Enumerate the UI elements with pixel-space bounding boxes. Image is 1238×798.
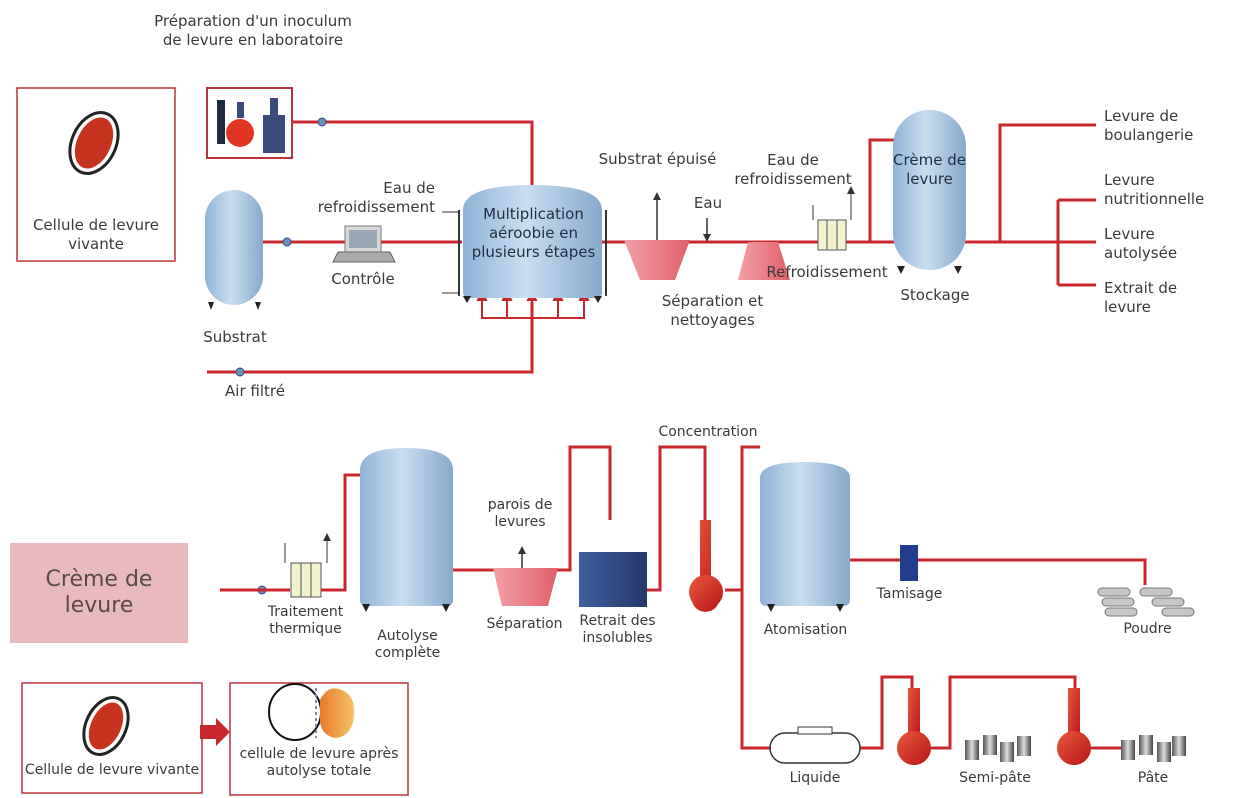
tamisage-label: Tamisage	[876, 586, 943, 602]
concentrator-icon-2	[897, 688, 931, 765]
yeast-cell-icon	[68, 111, 120, 175]
separation-nettoyages-label: Séparation et nettoyages	[661, 292, 764, 329]
heat-exchanger-icon-bottom	[284, 533, 331, 598]
substrat-epuise-label: Substrat épuisé	[598, 150, 717, 168]
cell-top-frame	[16, 87, 176, 262]
substrat-label: Substrat	[203, 328, 267, 346]
separator-icon-3	[493, 546, 558, 606]
separator-icon-2	[738, 242, 790, 280]
computer-icon	[332, 225, 396, 263]
separation-label: Séparation	[486, 616, 563, 632]
liquid-tank-icon	[769, 726, 861, 764]
yeast-cell-icon-bottom	[82, 696, 130, 756]
parois-label: parois de levures	[487, 497, 553, 530]
autolyse-tank-icon	[360, 448, 453, 612]
atomisation-label: Atomisation	[763, 622, 848, 638]
out-nutritionnelle-label: Levure nutritionnelle	[1104, 171, 1205, 208]
creme-de-levure-box: Crème de levure	[10, 543, 188, 643]
water-inlet-arrow	[703, 218, 711, 242]
eau-label: Eau	[693, 194, 723, 212]
eau-refroid-1-label: Eau de refroidissement	[317, 179, 435, 216]
retrait-label: Retrait des insolubles	[579, 613, 656, 646]
inoculum-frame	[206, 87, 293, 159]
liquide-label: Liquide	[789, 770, 841, 786]
powder-bags-icon	[1097, 587, 1195, 617]
heat-exchanger-icon-top	[812, 186, 855, 251]
lysed-cell-icon	[268, 683, 355, 741]
pate-label: Pâte	[1137, 770, 1169, 786]
traitement-thermique-label: Traitement thermique	[267, 604, 344, 637]
cell-after-frame	[229, 682, 409, 796]
controle-label: Contrôle	[331, 270, 395, 288]
out-boulangerie-label: Levure de boulangerie	[1104, 107, 1194, 144]
autolyse-complete-label: Autolyse complète	[374, 628, 441, 661]
creme-storage-tank-icon	[893, 110, 966, 274]
creme-box-label: Crème de levure	[45, 567, 153, 618]
out-autolysee-label: Levure autolysée	[1104, 225, 1178, 262]
bottom-pipes	[220, 445, 1147, 750]
concentration-label: Concentration	[658, 424, 758, 440]
concentrator-icon-1	[689, 520, 723, 612]
multiplication-label: Multiplication aéroobie en plusieurs éta…	[471, 205, 596, 261]
atomisation-tank-icon	[760, 462, 850, 612]
cell-bottom-label: Cellule de levure vivante	[24, 762, 200, 778]
concentrator-icon-3	[1057, 688, 1091, 765]
lab-glassware-icon	[217, 98, 285, 153]
multiplication-tank-icon	[442, 185, 607, 303]
separator-icon-1	[624, 192, 690, 280]
air-filtre-label: Air filtré	[225, 382, 285, 400]
out-extrait-label: Extrait de levure	[1104, 279, 1178, 316]
semi-paste-cans-icon	[965, 735, 1031, 762]
transition-arrow-icon	[200, 718, 230, 746]
substrat-tank-icon	[205, 190, 263, 310]
cell-after-label: cellule de levure après autolyse totale	[239, 746, 399, 779]
valves	[235, 117, 327, 595]
refroidissement-label: Refroidissement	[766, 263, 888, 281]
poudre-label: Poudre	[1123, 621, 1172, 637]
creme-tank-label: Crème de levure	[893, 151, 966, 188]
stockage-label: Stockage	[900, 286, 970, 304]
semi-pate-label: Semi-pâte	[959, 770, 1031, 786]
inoculum-label: Préparation d'un inoculum de levure en l…	[154, 12, 352, 49]
cell-top-label: Cellule de levure vivante	[32, 216, 160, 253]
eau-refroid-2-label: Eau de refroidissement	[734, 151, 852, 188]
paste-cans-icon	[1121, 735, 1186, 762]
insoluble-removal-icon	[579, 552, 647, 607]
sieve-icon	[900, 545, 918, 581]
